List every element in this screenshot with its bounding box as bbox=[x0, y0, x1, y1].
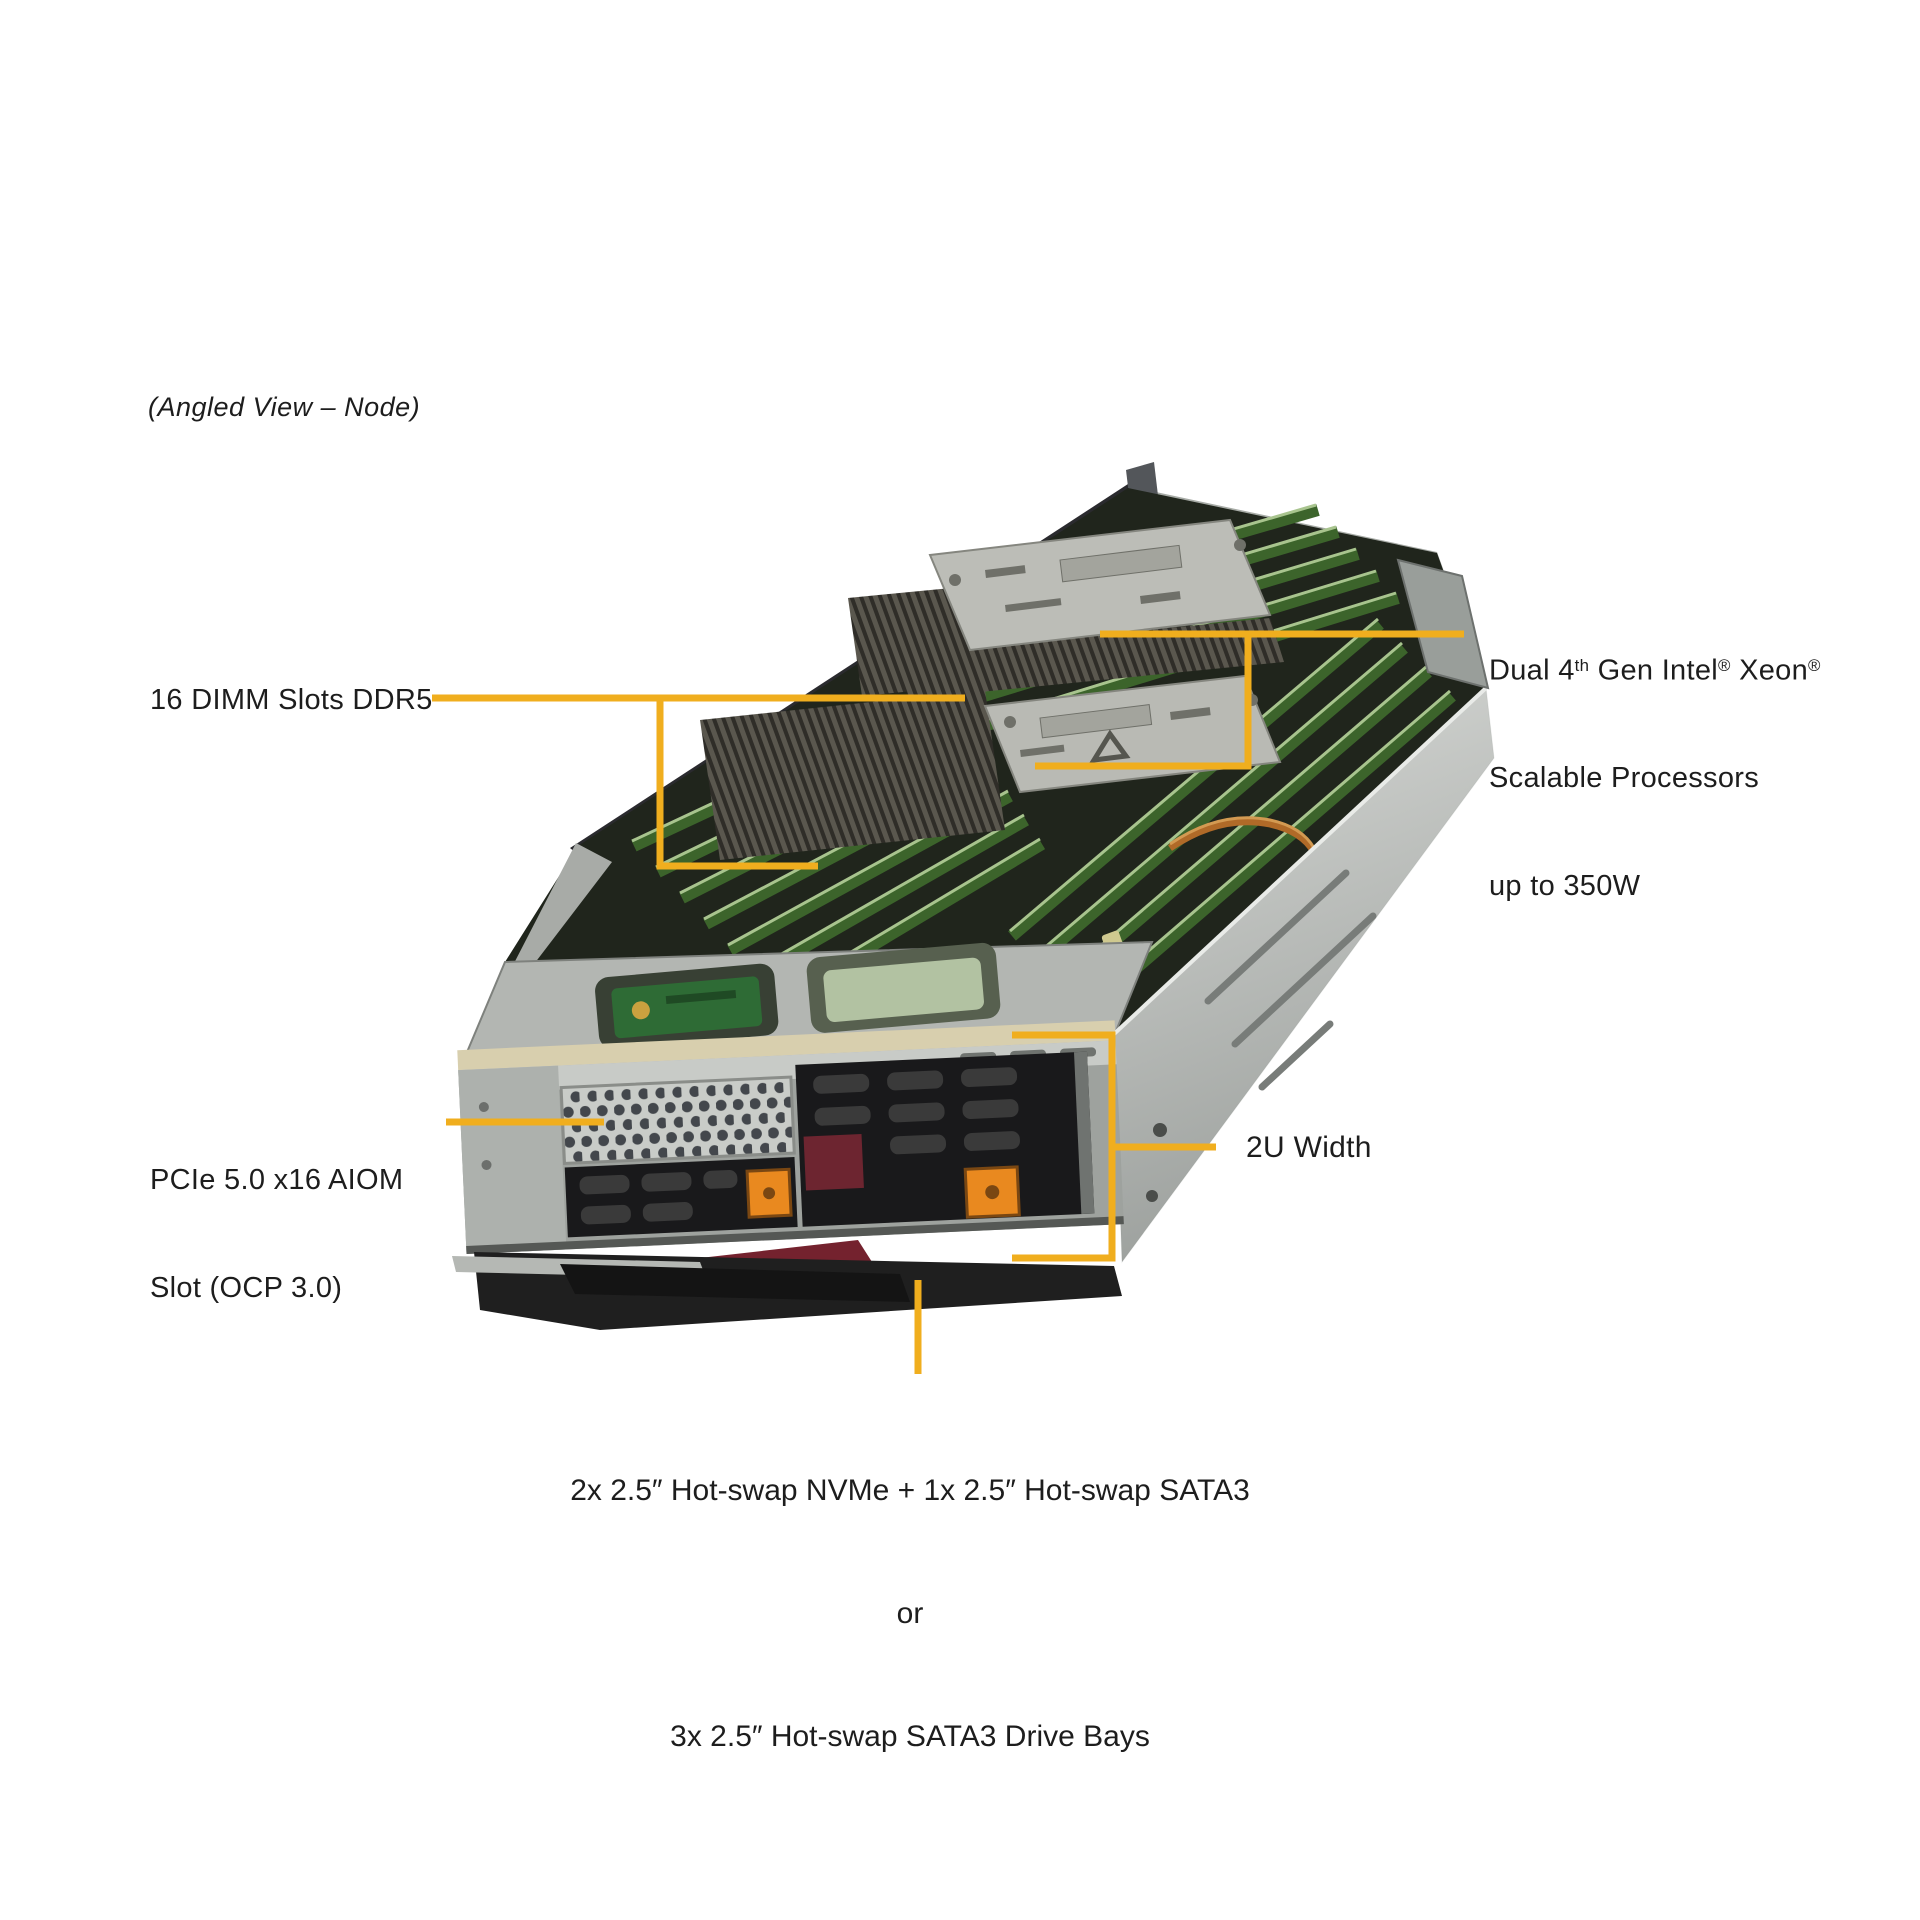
bottom-black-rail bbox=[560, 1264, 910, 1302]
front-face bbox=[457, 1020, 1124, 1254]
cpu2-fin-block bbox=[848, 586, 986, 696]
heat-pipes bbox=[1168, 816, 1318, 854]
cpu-label-line1: Dual 4th Gen Intel® Xeon® bbox=[1489, 654, 1821, 687]
drive-release-maroon bbox=[803, 1133, 864, 1191]
cpu2-fins bbox=[895, 618, 1284, 699]
page-title: (Angled View – Node) bbox=[148, 392, 421, 422]
front-top-rail bbox=[457, 1020, 1116, 1071]
dimm-bank-near bbox=[1008, 617, 1456, 1013]
dimm-callout-line bbox=[432, 694, 965, 870]
left-bracket bbox=[458, 1065, 567, 1254]
cpu1-fins bbox=[700, 690, 1005, 860]
cpu-callout-line bbox=[1035, 630, 1464, 770]
cpu-label: Dual 4th Gen Intel® Xeon® Scalable Proce… bbox=[1489, 576, 1821, 940]
dimm-label: 16 DIMM Slots DDR5 bbox=[150, 684, 433, 716]
cpu-label-line2: Scalable Processors bbox=[1489, 762, 1760, 795]
cage-opening-left bbox=[595, 963, 779, 1049]
cpu-label-line3: up to 350W bbox=[1489, 870, 1641, 903]
drive-bay-b bbox=[795, 1051, 1095, 1227]
aiom-label: PCIe 5.0 x16 AIOM Slot (OCP 3.0) bbox=[150, 1164, 404, 1304]
warning-triangle-icon bbox=[1089, 729, 1131, 764]
width-bracket-line bbox=[1012, 1031, 1216, 1262]
cpu2-top-plate bbox=[928, 518, 1272, 652]
width-label: 2U Width bbox=[1246, 1131, 1372, 1164]
drive-bay-a bbox=[564, 1157, 798, 1238]
cpu2-heatsink bbox=[848, 518, 1284, 699]
cage-opening-right bbox=[806, 942, 1001, 1033]
drives-label: 2x 2.5″ Hot-swap NVMe + 1x 2.5″ Hot-swap… bbox=[570, 1474, 1250, 1753]
